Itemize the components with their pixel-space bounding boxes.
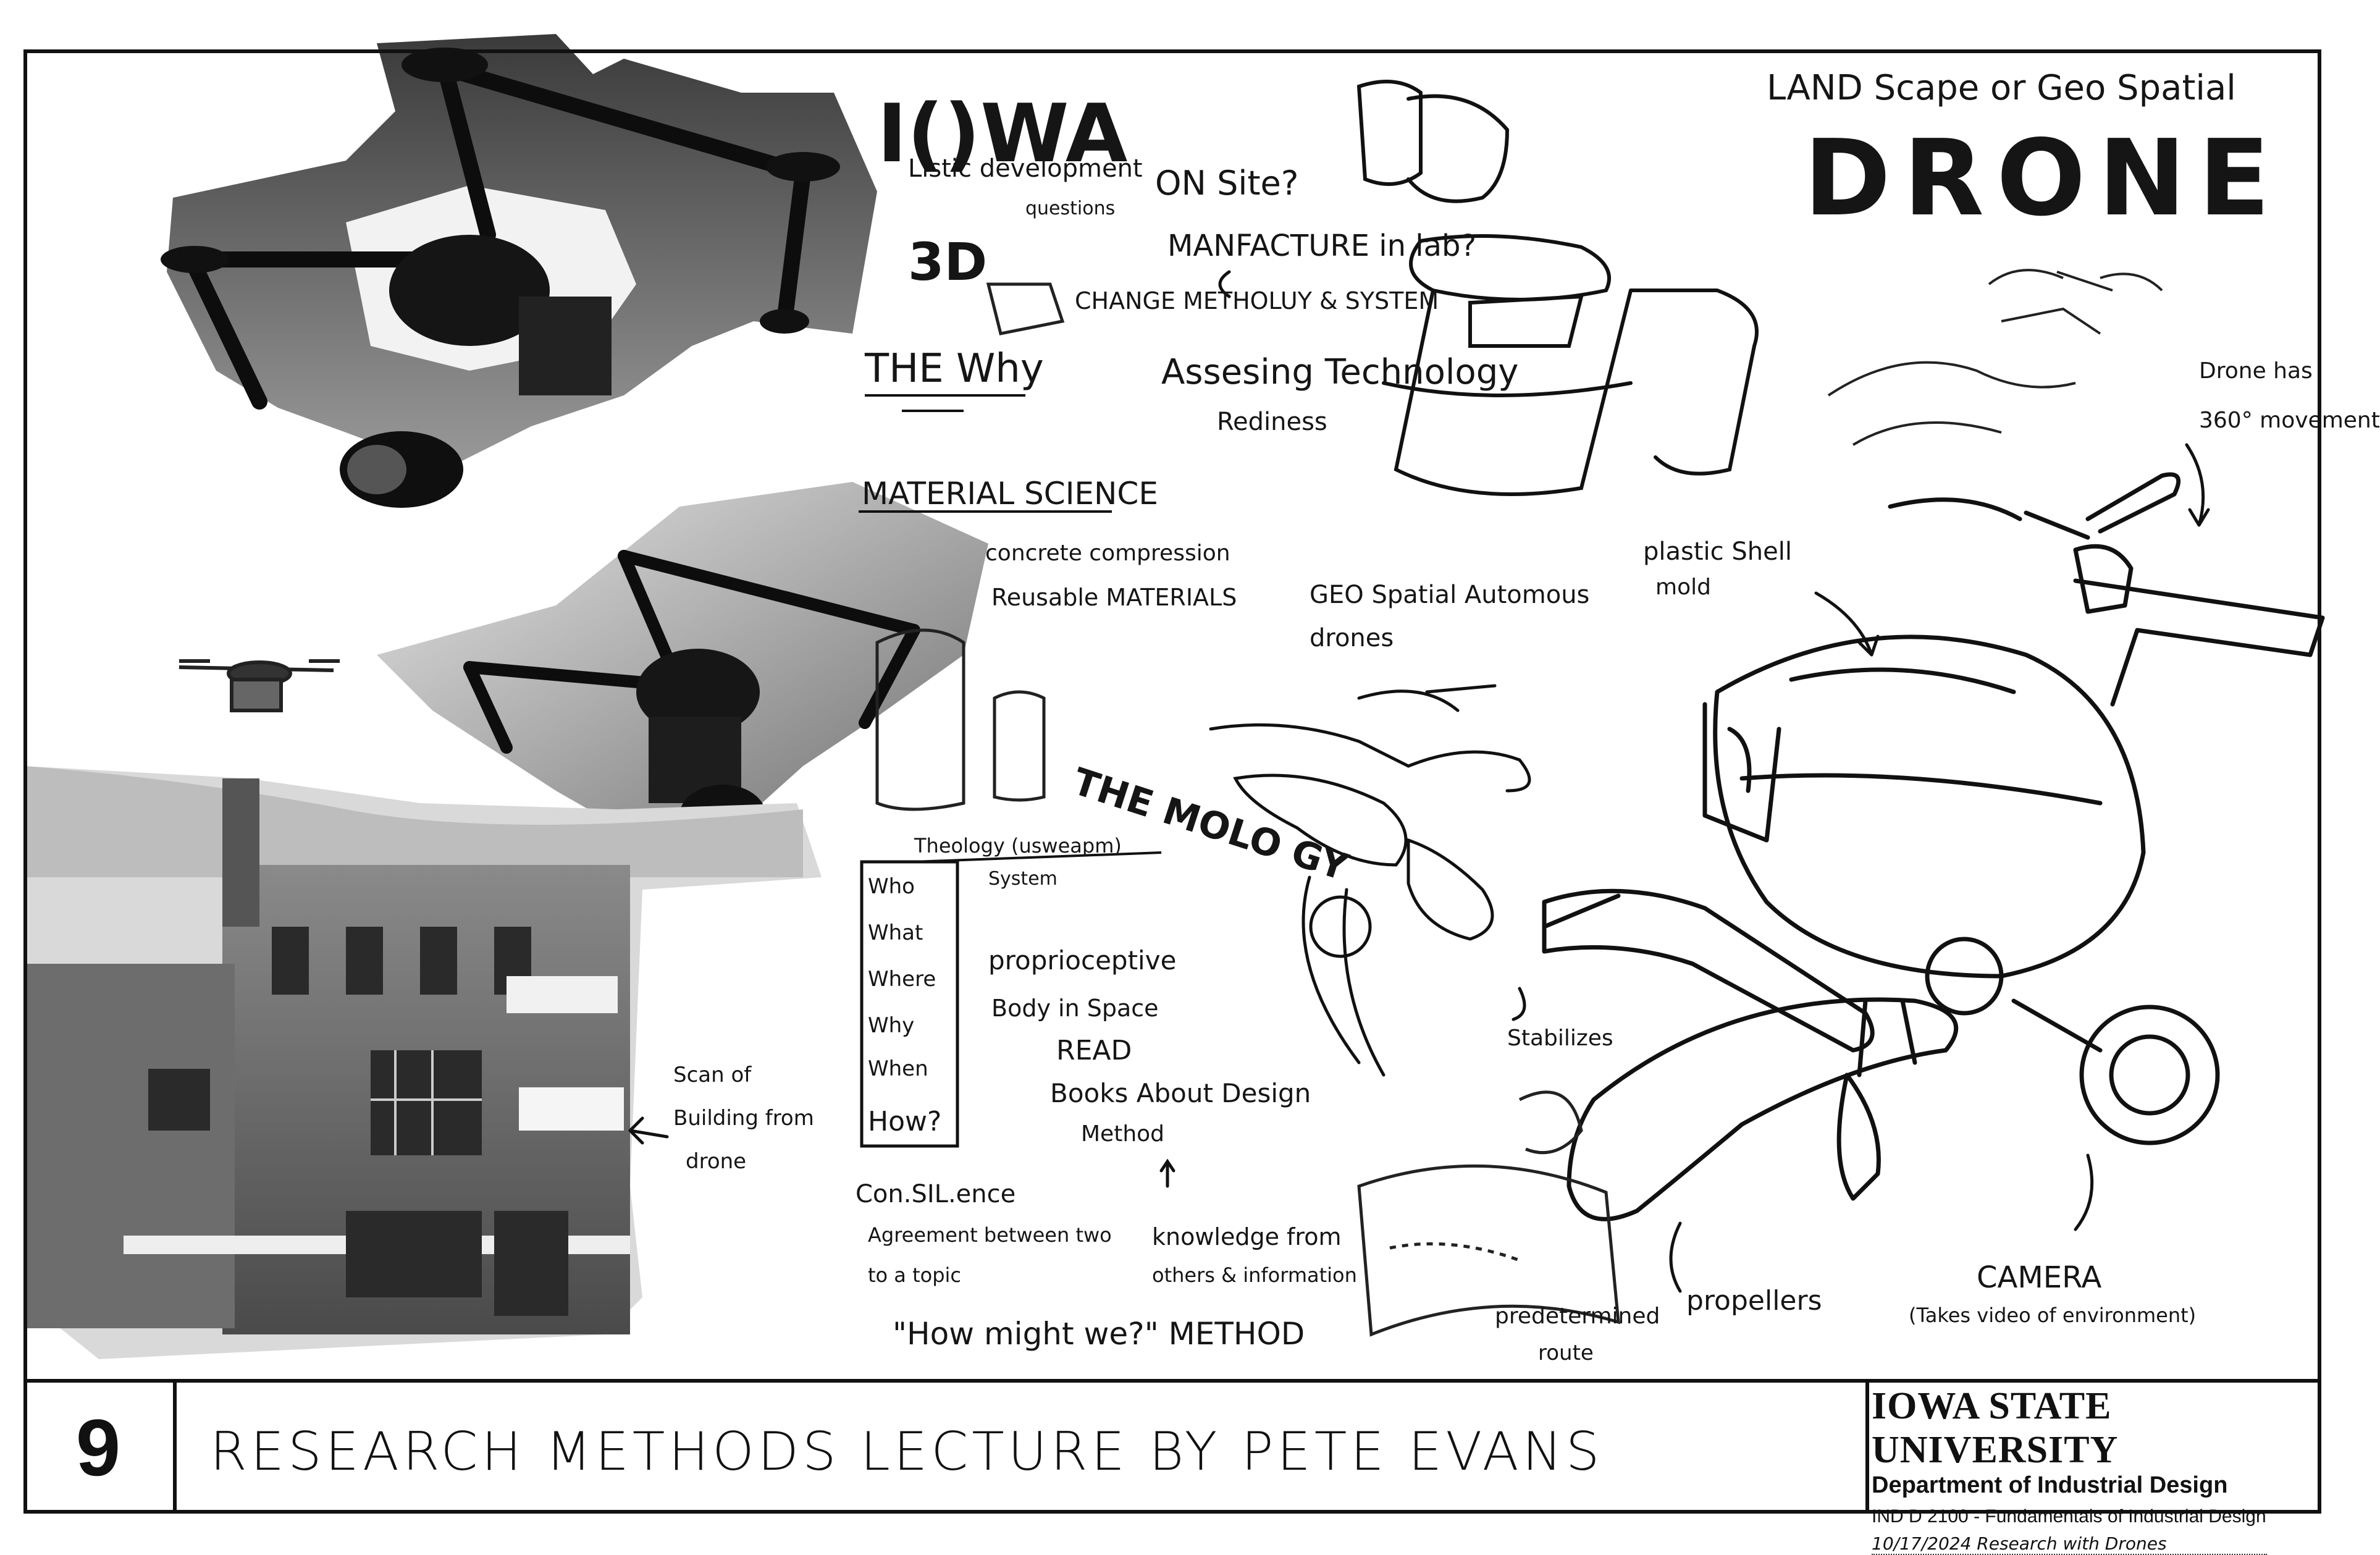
note-change-method: CHANGE METHOLUY & SYSTEM [1075,287,1439,314]
note-drone-title: DRONE [1804,117,2282,240]
drone-sketch-secondary [1209,684,1531,1077]
drone-doodle-small [1827,269,2163,446]
note-read: READ [1056,1035,1132,1066]
note-mold: mold [1655,575,1711,600]
note-plastic-shell: plastic Shell [1643,537,1792,566]
note-drone-has: Drone has [2199,358,2313,384]
wh-item: Where [868,967,936,992]
sheet-border [23,49,2321,1514]
note-reusable: Reusable MATERIALS [991,584,1237,611]
note-landscape: LAND Scape or Geo Spatial [1767,68,2236,108]
note-route: route [1538,1341,1594,1365]
note-manufacture: MANFACTURE in lab? [1167,229,1476,263]
note-questions: questions [1025,198,1116,219]
note-predetermined: predetermined [1495,1304,1660,1329]
page-title: RESEARCH METHODS LECTURE BY PETE EVANS [210,1421,1604,1483]
note-movement: 360° movement [2199,408,2380,433]
note-concrete: concrete compression [985,541,1230,566]
note-how-might-we: "How might we?" METHOD [893,1316,1305,1352]
note-method: Method [1081,1121,1165,1147]
page-number: 9 [75,1402,121,1493]
jar-sketch [875,282,1065,811]
wh-item: Who [868,874,915,899]
note-3d: 3D [908,232,988,292]
note-assessing: Assesing Technology [1161,352,1519,392]
course-name: IND D 2100 - Fundamentals of Industrial … [1872,1506,2266,1527]
note-system: System [988,868,1058,890]
department-name: Department of Industrial Design [1872,1472,2228,1498]
wh-item: When [868,1056,928,1081]
building-scan-photo [25,766,822,1359]
drone-photo-small [179,659,340,712]
drone-sketch-main [1542,472,2325,1221]
page-number-divider [173,1379,177,1514]
note-camera: CAMERA [1977,1260,2102,1295]
note-linguistic: Listic development [908,154,1143,183]
note-iowa: I()WA [877,86,1128,180]
date-line: 10/17/2024 Research with Drones [1872,1533,2267,1555]
underlines [859,394,1162,863]
annotation-arrows [628,270,2210,1293]
university-name: IOWA STATE UNIVERSITY [1872,1385,2119,1471]
drone-photo-medium [377,482,988,846]
note-drone-cap: drone [686,1149,747,1174]
wh-list-box [860,860,959,1148]
note-consilience: Con.SIL.ence [856,1180,1016,1208]
wh-item: What [868,921,923,945]
note-material-science: MATERIAL SCIENCE [862,476,1158,512]
note-building: Building from [673,1106,814,1131]
drone-photo-large [161,34,877,508]
note-books: Books About Design [1050,1078,1311,1108]
note-stabilizes: Stabilizes [1507,1026,1613,1051]
route-scroll-sketch [1357,1090,1620,1337]
institution-block: IOWA STATE UNIVERSITY Department of Indu… [1872,1381,2316,1555]
note-body-space: Body in Space [991,995,1159,1022]
note-proprioceptive: proprioceptive [988,945,1177,976]
note-themology-box: Theology (usweapm) [914,834,1122,858]
note-propellers: propellers [1686,1285,1822,1317]
title-block-divider [23,1379,2321,1383]
note-scan: Scan of [673,1063,752,1087]
wh-item: Why [868,1013,915,1038]
wh-item: How? [868,1106,942,1137]
logo-divider [1865,1379,1869,1514]
note-geo-spatial: GEO Spatial Automous [1310,581,1590,609]
mold-sketch [1356,80,1759,496]
note-to-a-topic: to a topic [868,1263,961,1287]
note-knowledge: knowledge from [1152,1223,1342,1250]
note-readiness: Rediness [1217,408,1327,436]
note-others-info: others & information [1152,1263,1357,1287]
note-drones: drones [1310,624,1394,652]
note-on-site: ON Site? [1155,164,1299,203]
note-the-why: THE Why [865,346,1044,392]
note-agreement: Agreement between two [868,1223,1112,1247]
note-takes-video: (Takes video of environment) [1909,1304,2197,1327]
